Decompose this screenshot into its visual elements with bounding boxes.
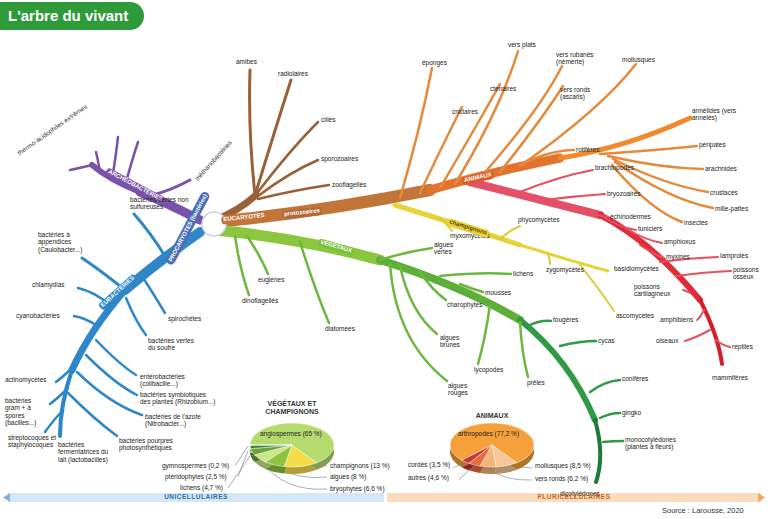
taxon-label: vers plats [508,41,536,48]
taxon-label: gymnospermes (0,2 %) [162,462,229,469]
taxon-label: tuniciers [638,225,662,232]
pie-slice [250,445,292,449]
taxon-label: bactéries vertes non sulfureuses [130,196,190,211]
taxon-label: péripates [699,141,726,148]
taxon-label: crustacés [710,189,738,196]
taxon-label: cnidaires [452,108,478,115]
taxon-label: entérobactéries (colibacille...) [140,373,202,388]
source-caption: Source : Larousse, 2020 [662,506,744,515]
taxon-label: streptocoques et staphylocoques [8,434,58,449]
taxon-label: spirochètes [168,315,201,322]
diagram-title: L'arbre du vivant [0,2,144,30]
taxon-label: dinoflagellés [242,297,278,304]
taxon-label: actinomycètes [5,376,47,383]
taxon-label: poissons osseux [733,266,765,281]
taxon-label: cycas [598,337,615,344]
taxon-label: lichens (4,7 %) [180,484,223,491]
taxon-label: algues brunes [440,334,470,349]
taxon-label: angiospermes (65 %) [260,430,322,437]
taxon-label: autres (4,6 %) [408,474,449,481]
taxon-label: monocotylédones (plantes à fleurs) [625,436,689,451]
taxon-label: amphioxus [664,238,695,245]
taxon-label: amphibiens [660,316,693,323]
taxon-label: zygomycètes [546,266,584,273]
taxon-label: lamproies [720,252,748,259]
taxon-label: bactéries symbiotiques des plantes (Rhiz… [140,391,218,406]
taxon-label: bactéries de l'azote (Nitrobacter...) [145,413,209,428]
taxon-label: annélides (vers annelés) [692,107,748,122]
taxon-label: vers rubanés (némerte) [556,51,608,66]
taxon-label: phycomycètes [518,216,560,223]
taxon-label: poissons cartilagineux [634,283,682,298]
taxon-label: cténaires [490,85,516,92]
taxon-label: cyanobactéries [16,312,60,319]
taxon-label: vers ronds (ascaris) [560,86,606,101]
taxon-label: bryophytes (6,6 %) [330,485,385,492]
taxon-label: méthanobactéries [193,139,233,182]
taxon-label: zooflagellés [332,181,366,188]
taxon-label: ciliés [321,116,335,123]
taxon-label: arthropodes (77,2 %) [458,430,519,437]
taxon-label: algues (8 %) [330,473,367,480]
taxon-label: mollusques [622,56,655,63]
taxon-label: algues vertes [434,241,464,256]
taxon-label: bactéries vertes du soufre [148,337,196,352]
taxon-label: myxines [666,253,690,260]
taxon-label: brachiopodes [595,164,634,171]
taxon-label: échinodermes [610,213,651,220]
taxon-label: insectes [684,219,708,226]
taxon-label: bactéries gram + à spores (bacilles...) [5,397,47,427]
taxon-label: cordés (3,5 %) [408,461,450,468]
pie-slice [250,445,292,446]
scale-label: PLURICELLULAIRES [494,493,654,500]
taxon-label: chlamydias [32,281,65,288]
pie-slice [251,445,292,455]
taxon-label: mammifères [712,374,748,381]
scale-label: UNICELLULAIRES [116,493,276,500]
taxon-label: mille-pattes [715,205,748,212]
taxon-label: lichens [513,270,533,277]
taxon-label: euglènes [258,276,284,283]
pie-slice [462,445,492,463]
taxon-label: sporozoaires [321,155,358,162]
taxon-label: mollusques (8,5 %) [535,462,591,469]
pie-heading: ANIMAUX [452,412,532,420]
taxon-label: prêles [527,379,545,386]
taxon-label: champignons (13 %) [330,462,390,469]
taxon-label: amibes [236,58,257,65]
taxon-label: bactéries fermentatrices du lait (lactob… [58,441,116,463]
taxon-label: gingko [622,409,641,416]
taxon-label: conifères [622,375,648,382]
taxon-label: rotifères [576,146,599,153]
taxon-label: éponges [422,59,447,66]
pie-heading: VÉGÉTAUX ET CHAMPIGNONS [245,400,340,416]
taxon-label: lycopodes [474,366,503,373]
taxon-label: diatomées [325,325,355,332]
taxon-label: bactéries à appendices (Caulobacter...) [38,231,94,253]
taxon-label: basidiomycètes [614,265,659,272]
taxon-label: ascomycètes [616,312,654,319]
taxon-label: bryozoaires [607,190,641,197]
taxon-label: ptéridophytes (2,5 %) [165,473,227,480]
taxon-label: arachnides [705,165,737,172]
taxon-label: fougères [553,316,578,323]
taxon-label: charophytes [447,301,482,308]
taxon-label: vers ronds (6,2 %) [535,475,588,482]
taxon-label: reptiles [732,343,753,350]
taxon-label: algues rouges [448,382,478,397]
pie-slice [492,445,517,467]
taxon-label: radiolaires [278,70,308,77]
taxon-label: bactéries pourpres photosynthétiques [119,437,191,452]
taxon-label: mousses [485,289,511,296]
branch-label: EUBACTÉRIES [98,273,138,310]
taxon-label: oiseaux [656,337,678,344]
taxon-label: thermo-acidophiles extrêmes [16,103,89,157]
